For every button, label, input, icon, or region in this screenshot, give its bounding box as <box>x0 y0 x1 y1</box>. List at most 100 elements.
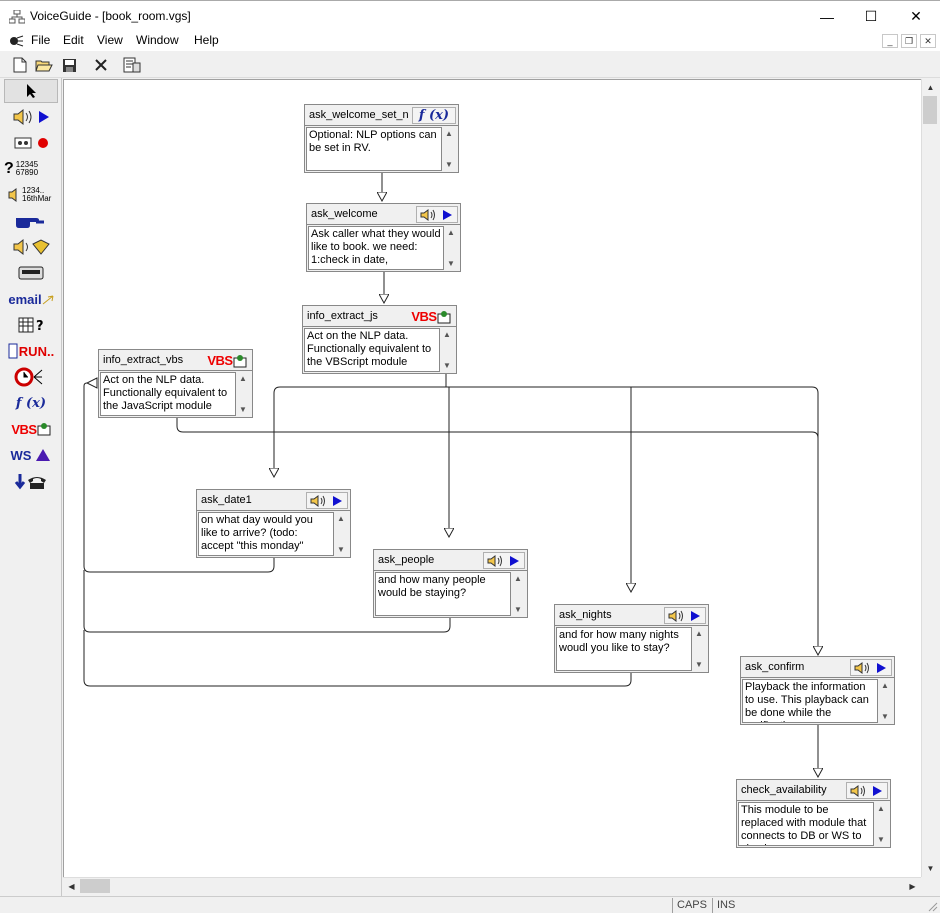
pager-tool[interactable] <box>4 261 58 285</box>
flow-canvas[interactable]: ask_welcome_set_n f (x) Optional: NLP op… <box>63 79 921 877</box>
vertical-scroll-thumb[interactable] <box>923 96 937 124</box>
menu-edit[interactable]: Edit <box>63 33 84 47</box>
vbs-icon[interactable]: VBS <box>204 352 250 369</box>
mdi-restore-button[interactable]: ❐ <box>901 34 917 48</box>
module-ask-confirm[interactable]: ask_confirm Playback the information to … <box>740 656 895 725</box>
module-info-extract-js[interactable]: info_extract_js VBS Act on the NLP data.… <box>302 305 457 374</box>
module-info-extract-vbs[interactable]: info_extract_vbs VBS Act on the NLP data… <box>98 349 253 418</box>
menu-bar: File Edit View Window Help _ ❐ ✕ <box>0 31 940 51</box>
save-icon[interactable] <box>60 56 78 74</box>
voicemail-tool[interactable] <box>4 235 58 259</box>
run-program-tool[interactable]: RUN.. <box>4 339 58 363</box>
hangup-tool[interactable] <box>4 469 58 493</box>
scroll-down-arrow-icon[interactable]: ▼ <box>926 864 935 873</box>
speaker-play-icon[interactable] <box>483 552 525 569</box>
mdi-close-button[interactable]: ✕ <box>920 34 936 48</box>
speaker-play-icon[interactable] <box>306 492 348 509</box>
time-switch-tool[interactable] <box>4 365 58 389</box>
speaker-play-icon[interactable] <box>664 607 706 624</box>
notes-scrollbar[interactable]: ▲▼ <box>512 572 526 616</box>
scroll-right-arrow-icon[interactable]: ▶ <box>909 882 916 891</box>
notes-scrollbar[interactable]: ▲▼ <box>443 127 457 171</box>
speaker-play-icon[interactable] <box>846 782 888 799</box>
say-numbers-tool[interactable]: 1234.. 16thMar <box>4 183 58 207</box>
vertical-scrollbar[interactable]: ▲ ▼ <box>921 79 938 877</box>
menu-view[interactable]: View <box>97 33 123 47</box>
module-notes[interactable]: Optional: NLP options can be set in RV. <box>306 127 442 171</box>
notes-scrollbar[interactable]: ▲▼ <box>237 372 251 416</box>
open-folder-icon[interactable] <box>35 56 53 74</box>
get-numbers-tool[interactable]: ? 12345 67890 <box>4 157 58 181</box>
module-title: info_extract_vbs <box>103 354 184 366</box>
menu-file[interactable]: File <box>31 33 51 47</box>
say-numbers-label: 1234.. 16thMar <box>22 186 52 203</box>
module-title: ask_welcome <box>311 208 378 220</box>
ins-indicator: INS <box>712 898 746 913</box>
module-notes[interactable]: Ask caller what they would like to book.… <box>308 226 444 270</box>
web-service-icon <box>36 449 51 461</box>
notes-scrollbar[interactable]: ▲▼ <box>875 802 889 846</box>
module-title: ask_confirm <box>745 661 805 673</box>
menu-window[interactable]: Window <box>136 33 179 47</box>
notes-scrollbar[interactable]: ▲▼ <box>445 226 459 270</box>
close-button[interactable]: ✕ <box>910 8 922 24</box>
maximize-button[interactable]: ☐ <box>864 8 878 24</box>
module-ask-welcome[interactable]: ask_welcome Ask caller what they would l… <box>306 203 461 272</box>
database-query-tool[interactable]: ? <box>4 313 58 337</box>
module-title: check_availability <box>741 784 827 796</box>
module-notes[interactable]: and how many people would be staying? <box>375 572 511 616</box>
new-file-icon[interactable] <box>11 56 29 74</box>
mdi-minimize-button[interactable]: _ <box>882 34 898 48</box>
properties-icon[interactable] <box>123 56 141 74</box>
horizontal-scrollbar[interactable]: ◀ ▶ <box>63 877 921 894</box>
notes-scrollbar[interactable]: ▲▼ <box>693 627 707 671</box>
pointer-tool[interactable] <box>4 79 58 103</box>
pager-icon <box>18 266 44 280</box>
minimize-button[interactable]: — <box>820 8 834 25</box>
toolbar <box>0 52 940 78</box>
hand-pointing-icon <box>16 218 44 228</box>
window-title: VoiceGuide - [book_room.vgs] <box>30 9 191 23</box>
app-network-icon <box>9 10 25 24</box>
module-ask-welcome-set-n[interactable]: ask_welcome_set_n f (x) Optional: NLP op… <box>304 104 459 173</box>
vbscript-tool[interactable]: VBS <box>4 417 58 441</box>
module-notes[interactable]: Act on the NLP data. Functionally equiva… <box>304 328 440 372</box>
module-ask-nights[interactable]: ask_nights and for how many nights woudl… <box>554 604 709 673</box>
run-icon <box>8 343 18 359</box>
evaluate-expression-tool[interactable]: f (x) <box>4 391 58 415</box>
email-tool[interactable]: email <box>4 287 58 311</box>
arrow-pointer-icon <box>27 84 36 98</box>
fx-icon[interactable]: f (x) <box>412 107 456 124</box>
run-label: RUN.. <box>18 343 55 359</box>
scroll-up-arrow-icon[interactable]: ▲ <box>926 83 935 92</box>
module-ask-people[interactable]: ask_people and how many people would be … <box>373 549 528 618</box>
scroll-left-arrow-icon[interactable]: ◀ <box>68 882 75 891</box>
module-notes[interactable]: on what day would you like to arrive? (t… <box>198 512 334 556</box>
module-ask-date1[interactable]: ask_date1 on what day would you like to … <box>196 489 351 558</box>
module-notes[interactable]: This module to be replaced with module t… <box>738 802 874 846</box>
notes-scrollbar[interactable]: ▲▼ <box>441 328 455 372</box>
module-check-availability[interactable]: check_availability This module to be rep… <box>736 779 891 848</box>
horizontal-scroll-thumb[interactable] <box>80 879 110 893</box>
delete-icon[interactable] <box>92 56 110 74</box>
module-title: ask_welcome_set_n <box>309 109 409 121</box>
vbs-icon <box>37 423 51 436</box>
record-tool[interactable] <box>4 131 58 155</box>
vbs-label: VBS <box>11 421 37 437</box>
module-title: ask_nights <box>559 609 612 621</box>
caps-indicator: CAPS <box>672 898 710 913</box>
menu-help[interactable]: Help <box>194 33 219 47</box>
play-tool[interactable] <box>4 105 58 129</box>
notes-scrollbar[interactable]: ▲▼ <box>879 679 893 723</box>
transfer-tool[interactable] <box>4 209 58 233</box>
notes-scrollbar[interactable]: ▲▼ <box>335 512 349 556</box>
resize-grip-icon[interactable] <box>926 900 938 912</box>
module-notes[interactable]: Playback the information to use. This pl… <box>742 679 878 723</box>
vbs-icon[interactable]: VBS <box>408 308 454 325</box>
module-notes[interactable]: Act on the NLP data. Functionally equiva… <box>100 372 236 416</box>
web-service-tool[interactable]: WS <box>4 443 58 467</box>
speaker-play-icon[interactable] <box>850 659 892 676</box>
module-notes[interactable]: and for how many nights woudl you like t… <box>556 627 692 671</box>
module-title: ask_date1 <box>201 494 252 506</box>
speaker-play-icon[interactable] <box>416 206 458 223</box>
